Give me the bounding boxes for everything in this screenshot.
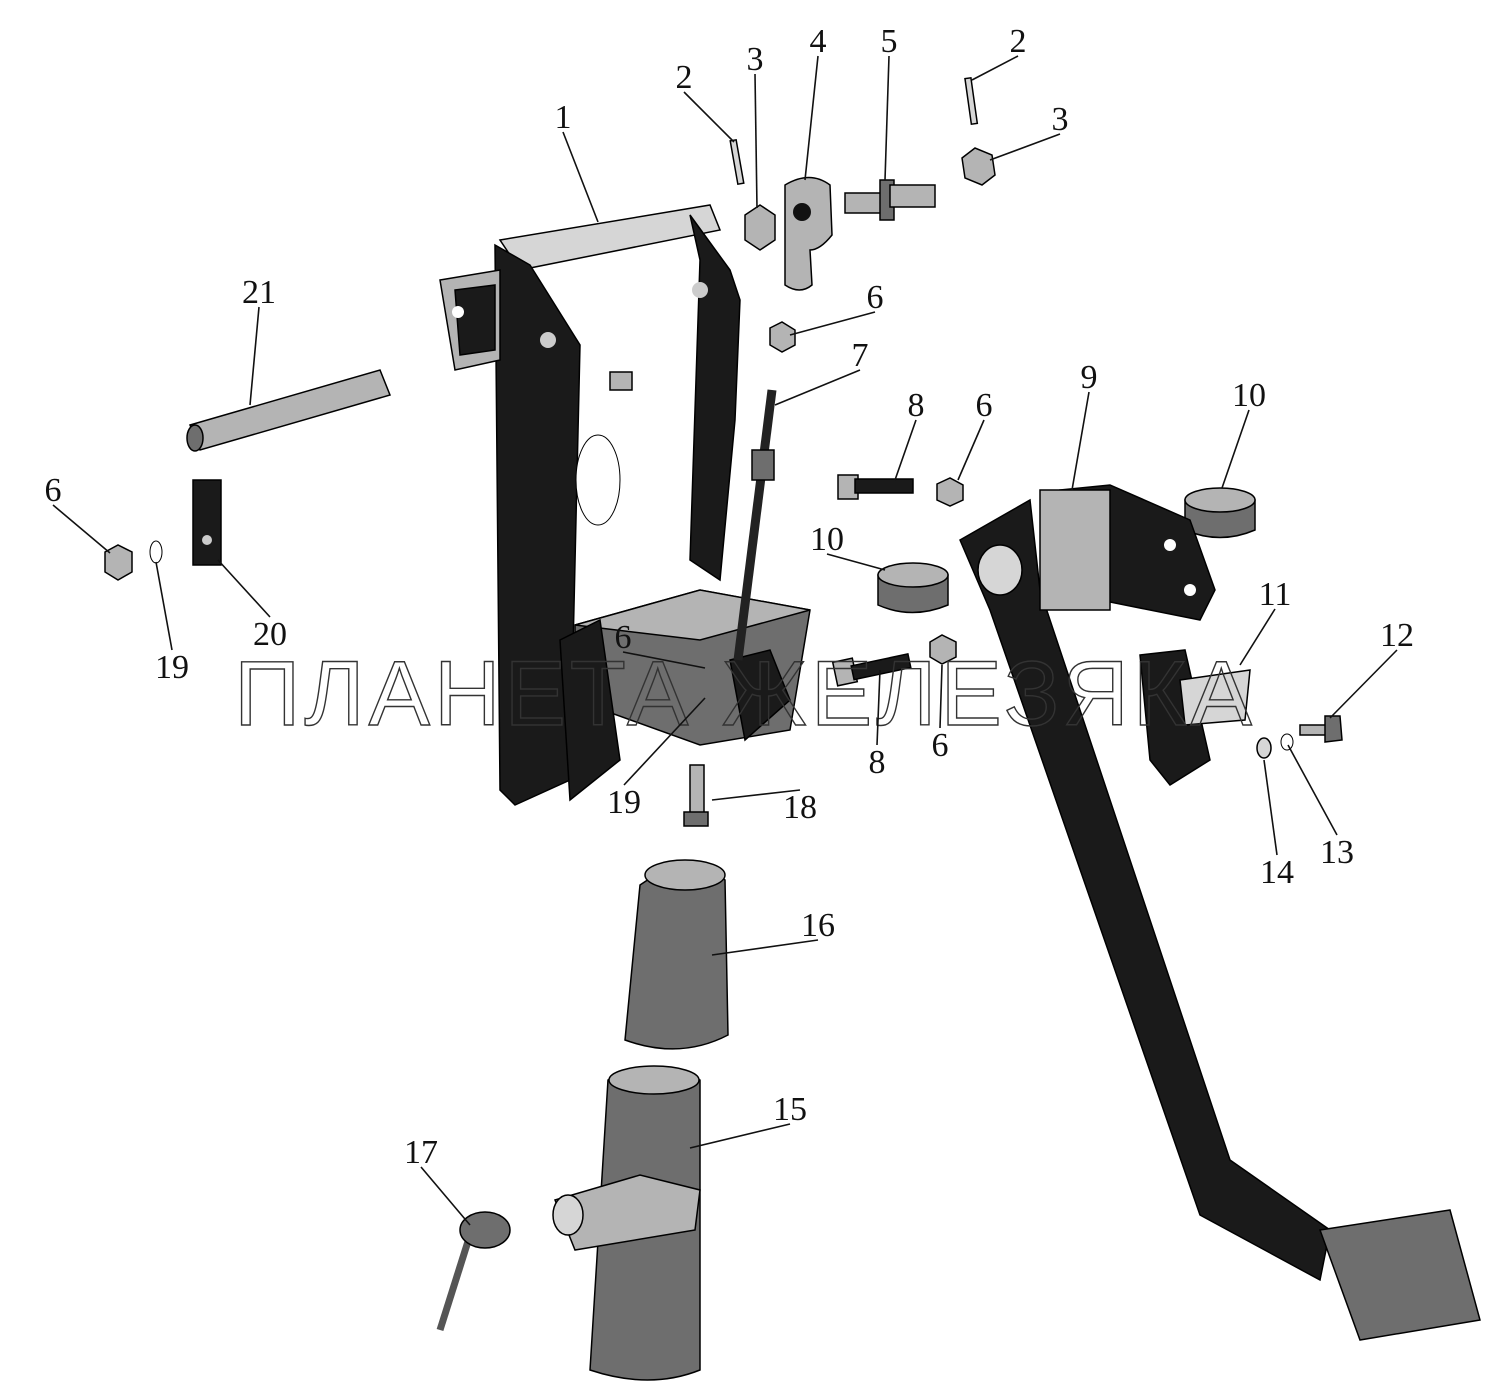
callout-leader-line xyxy=(971,55,1019,81)
part-pin xyxy=(844,179,936,221)
callout-leader-line xyxy=(155,561,173,651)
callout-leader-line xyxy=(1287,744,1338,836)
callout-leader-line xyxy=(1263,759,1278,856)
callout-leader-line xyxy=(774,369,861,406)
callout-leader-line xyxy=(1329,649,1398,719)
callout-label-c2a: 2 xyxy=(676,59,693,96)
part-plate-and-screw xyxy=(1139,649,1343,786)
callout-label-c18: 18 xyxy=(783,789,817,826)
part-pedal xyxy=(959,484,1481,1341)
callout-leader-line xyxy=(789,311,876,336)
callout-label-c6b: 6 xyxy=(976,387,993,424)
callout-label-c8a: 8 xyxy=(908,387,925,424)
callout-label-c1: 1 xyxy=(555,99,572,136)
callout-label-c2b: 2 xyxy=(1010,23,1027,60)
part-bolts xyxy=(831,474,964,687)
part-plate xyxy=(192,479,222,566)
callout-label-c20: 20 xyxy=(253,616,287,653)
part-boot xyxy=(624,859,729,1050)
part-screw xyxy=(683,764,709,827)
watermark: ПЛАНЕТА ЖЕЛЕЗЯКА xyxy=(234,643,1256,745)
callout-leader-line xyxy=(683,91,735,143)
part-fork xyxy=(784,176,833,291)
callout-leader-line xyxy=(420,1166,471,1226)
part-nut xyxy=(769,321,796,353)
callout-label-c12: 12 xyxy=(1380,617,1414,654)
callout-leader-line xyxy=(957,419,985,481)
callout-leader-line xyxy=(876,669,881,746)
part-master-cylinder xyxy=(552,1065,701,1381)
part-left-nut xyxy=(104,544,133,581)
callout-leader-line xyxy=(826,553,886,571)
callout-label-c10a: 10 xyxy=(1232,377,1266,414)
callout-label-c16: 16 xyxy=(801,907,835,944)
callout-leader-line xyxy=(1071,391,1090,491)
callout-leader-line xyxy=(52,504,111,554)
part-bracket xyxy=(439,204,811,806)
callout-leader-line xyxy=(711,939,819,956)
callout-label-c6a: 6 xyxy=(867,279,884,316)
callout-label-c14: 14 xyxy=(1260,854,1294,891)
callout-leader-line xyxy=(623,697,706,786)
callout-label-c13: 13 xyxy=(1320,834,1354,871)
callout-label-c19b: 19 xyxy=(155,649,189,686)
part-left-washer xyxy=(149,540,163,564)
callout-label-c19a: 19 xyxy=(607,784,641,821)
callout-leader-line xyxy=(689,1123,791,1149)
callout-leader-line xyxy=(754,73,758,209)
callout-label-c3a: 3 xyxy=(747,41,764,78)
callout-leader-line xyxy=(884,55,890,181)
callout-leader-line xyxy=(1221,409,1250,489)
callout-leader-line xyxy=(894,419,917,481)
part-bushings xyxy=(877,487,1256,614)
callout-label-c6d: 6 xyxy=(615,619,632,656)
callout-label-c6e: 6 xyxy=(45,472,62,509)
callout-leader-line xyxy=(562,131,599,223)
part-axle xyxy=(186,369,392,452)
callout-label-c21: 21 xyxy=(242,274,276,311)
part-castle-nuts xyxy=(744,147,996,251)
callout-label-c10b: 10 xyxy=(810,521,844,558)
callout-label-c17: 17 xyxy=(404,1134,438,1171)
part-fitting xyxy=(436,1211,511,1332)
callout-leader-line xyxy=(1239,608,1276,666)
callout-leader-line xyxy=(622,651,706,669)
callout-label-c3b: 3 xyxy=(1052,101,1069,138)
part-cotter-pins xyxy=(729,76,979,186)
part-pushrod xyxy=(733,389,777,661)
callout-label-c8b: 8 xyxy=(869,744,886,781)
callout-label-c7: 7 xyxy=(852,337,869,374)
callout-label-c5: 5 xyxy=(881,23,898,60)
callout-leader-line xyxy=(711,789,801,801)
callout-leader-line xyxy=(249,306,260,406)
callout-leader-line xyxy=(217,559,271,618)
callout-label-c15: 15 xyxy=(773,1091,807,1128)
callout-leader-line xyxy=(804,55,819,181)
callout-leader-line xyxy=(989,133,1061,161)
callout-label-c6c: 6 xyxy=(932,727,949,764)
callout-label-c4: 4 xyxy=(810,23,827,60)
callout-label-c9: 9 xyxy=(1081,359,1098,396)
callout-leader-line xyxy=(939,664,943,729)
callout-label-c11: 11 xyxy=(1259,576,1292,613)
